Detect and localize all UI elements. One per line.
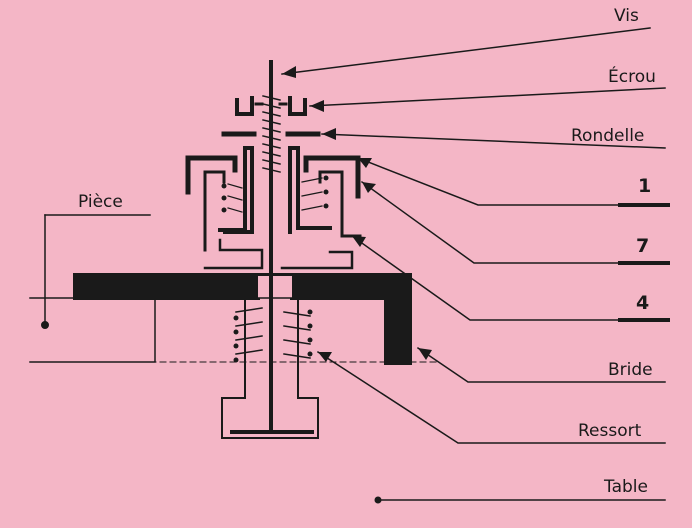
part7-right (318, 170, 362, 238)
leader-lines (281, 27, 666, 501)
bride-hole (258, 276, 292, 298)
leader-ressort (316, 350, 666, 444)
label-rondelle: Rondelle (571, 126, 645, 146)
bride-bar (73, 273, 412, 365)
housing-left (203, 238, 264, 270)
part1-right (303, 155, 361, 199)
table-dot (374, 496, 382, 504)
arrow-ressort (318, 352, 332, 362)
leader-7 (360, 180, 621, 264)
part7-left (203, 170, 226, 252)
leader-vis (281, 27, 651, 75)
arrow-rondelle (322, 128, 336, 140)
label-bride: Bride (608, 360, 653, 380)
part4-left (218, 146, 254, 234)
piece-outline (29, 297, 156, 363)
arrow-bride (418, 348, 432, 360)
label-7: 7 (636, 235, 650, 257)
arrow-1 (358, 158, 372, 168)
part1-left (185, 155, 238, 195)
arrow-ecrou (310, 100, 324, 112)
label-1: 1 (638, 175, 652, 197)
leader-1 (357, 157, 621, 206)
spring-housing (221, 297, 319, 439)
leader-ecrou (309, 87, 666, 107)
arrow-7 (362, 182, 376, 193)
piece-dot (41, 321, 49, 329)
part4-right (288, 146, 332, 234)
ressort-dots (233, 309, 313, 363)
label-table: Table (604, 477, 648, 497)
leader-bride (416, 346, 666, 383)
ecrou-left (235, 96, 254, 116)
label-ressort: Ressort (578, 421, 642, 441)
label-vis: Vis (614, 6, 639, 26)
label-piece: Pièce (78, 192, 123, 212)
ressort-coils (235, 307, 311, 359)
upper-spring-coils (227, 177, 323, 213)
leader-rondelle (321, 133, 666, 149)
ecrou-right (288, 96, 307, 116)
leader-4 (350, 234, 621, 321)
label-4: 4 (636, 292, 650, 314)
arrow-4 (352, 236, 366, 247)
label-ecrou: Écrou (608, 67, 656, 87)
housing-right (280, 250, 354, 270)
arrow-vis (282, 66, 296, 78)
upper-spring-dots (221, 175, 329, 213)
screw-threads (262, 95, 281, 173)
arrowheads (282, 66, 432, 362)
